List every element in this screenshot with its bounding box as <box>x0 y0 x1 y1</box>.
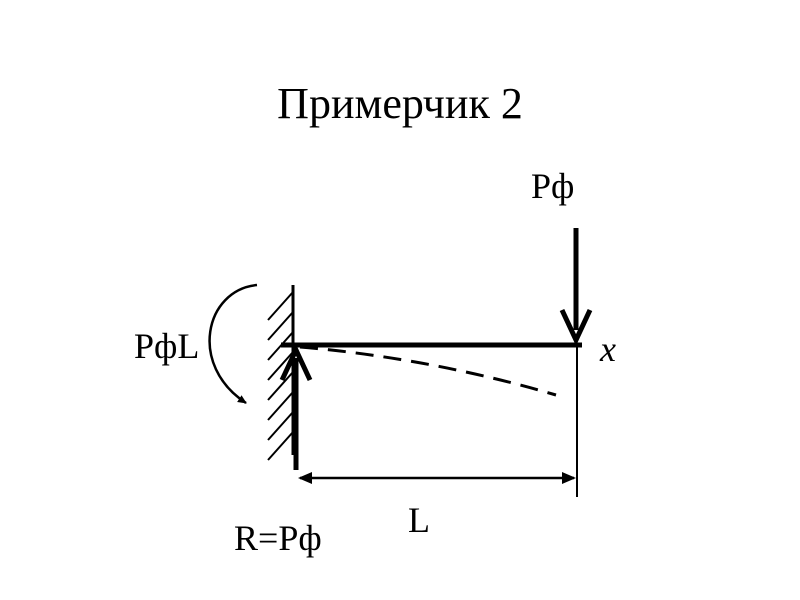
axis-label: x <box>599 329 616 369</box>
page-title: Примерчик 2 <box>277 79 523 128</box>
length-label: L <box>408 500 430 540</box>
deflection-curve <box>299 345 557 397</box>
reaction-arrow-up <box>279 344 313 470</box>
force-arrow-down <box>559 228 593 346</box>
moment-arc <box>208 283 258 405</box>
dimension-line <box>298 472 576 484</box>
moment-label: PфL <box>134 326 199 366</box>
reaction-label: R=Pф <box>234 518 322 558</box>
force-label: Pф <box>531 166 574 206</box>
fixed-wall <box>267 285 295 461</box>
